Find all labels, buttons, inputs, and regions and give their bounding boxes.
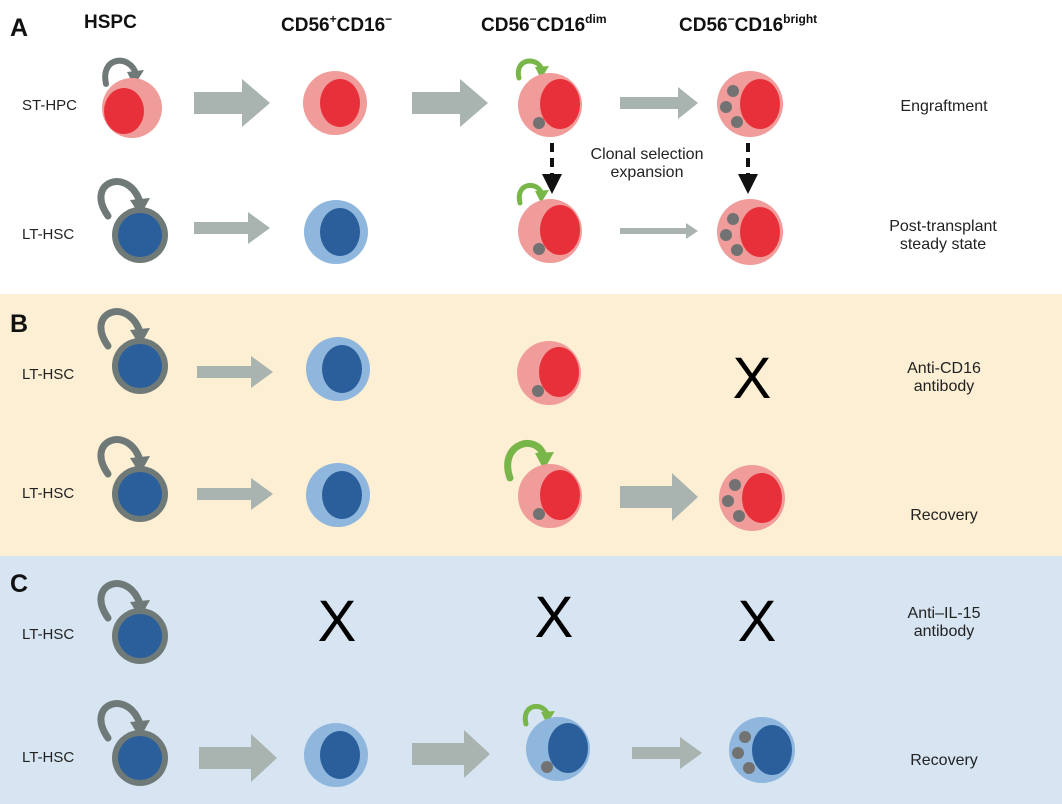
self-renewal-arrowhead-green-icon	[535, 452, 554, 470]
progression-arrow-icon	[194, 212, 270, 244]
panel-letter-c: C	[10, 570, 29, 598]
cd56pos-cd16neg-blue-cell	[304, 200, 368, 264]
column-header-hspc: HSPC	[84, 12, 137, 33]
cd56neg-cd16dim-cell	[518, 199, 582, 263]
progression-arrow-icon	[620, 87, 698, 119]
lt-hsc-cell	[112, 466, 168, 522]
row-label: LT-HSC	[22, 626, 75, 643]
self-renewal-arrowhead-icon	[127, 70, 144, 86]
blocked-mark: X	[317, 589, 357, 654]
self-renewal-arrow-icon	[97, 308, 144, 350]
outcome-label: Anti–IL-15 antibody	[907, 605, 981, 640]
blocked-mark: X	[732, 346, 772, 411]
row-label: ST-HPC	[22, 97, 78, 114]
lt-hsc-cell	[112, 207, 168, 263]
self-renewal-arrowhead-icon	[130, 456, 150, 474]
self-renewal-arrow-icon	[97, 178, 144, 220]
st-hpc-cell	[102, 78, 162, 138]
outcome-label: Recovery	[910, 752, 978, 769]
outcome-label: Recovery	[910, 507, 978, 524]
progression-arrow-icon	[620, 473, 698, 521]
panel-letter-a: A	[10, 14, 29, 42]
self-renewal-arrow-icon	[102, 57, 139, 87]
outcome-label: Engraftment	[900, 98, 988, 115]
cd56neg-cd16bright-cell	[717, 71, 783, 137]
cd56neg-cd16dim-blue-cell	[526, 717, 590, 781]
progression-arrow-icon	[197, 356, 273, 388]
row-label: LT-HSC	[22, 485, 75, 502]
column-header-cd56pos-cd16neg: CD56+CD16−	[281, 12, 393, 36]
row-label: LT-HSC	[22, 749, 75, 766]
row-label: LT-HSC	[22, 366, 75, 383]
panel-letter-b: B	[10, 310, 29, 338]
cd56pos-cd16neg-cell	[303, 71, 367, 135]
progression-arrow-icon	[632, 737, 702, 769]
cd56neg-cd16dim-cell	[518, 73, 582, 137]
cd56neg-cd16bright-blue-cell	[729, 717, 795, 783]
self-renewal-arrow-icon	[97, 580, 144, 622]
column-header-cd56neg-cd16dim: CD56−CD16dim	[481, 12, 607, 36]
cd56neg-cd16bright-cell	[719, 465, 785, 531]
progression-arrow-icon	[199, 734, 277, 782]
cd56pos-cd16neg-blue-cell	[304, 723, 368, 787]
progression-arrow-icon	[412, 730, 490, 778]
cd56neg-cd16dim-cell	[518, 464, 582, 528]
progression-arrow-icon	[197, 478, 273, 510]
lt-hsc-cell	[112, 338, 168, 394]
self-renewal-arrowhead-green-icon	[535, 66, 549, 79]
self-renewal-arrow-green-icon	[504, 439, 548, 482]
cd56pos-cd16neg-blue-cell	[306, 463, 370, 527]
self-renewal-arrowhead-icon	[130, 328, 150, 346]
progression-arrow-icon	[412, 79, 488, 127]
self-renewal-arrow-icon	[97, 700, 144, 742]
row-label: LT-HSC	[22, 226, 75, 243]
self-renewal-arrowhead-icon	[130, 720, 150, 738]
self-renewal-arrow-icon	[97, 436, 144, 478]
progression-arrow-thin-icon	[620, 223, 698, 239]
cd56neg-cd16bright-cell	[717, 199, 783, 265]
self-renewal-arrowhead-green-icon	[535, 190, 549, 203]
progression-arrow-icon	[194, 79, 270, 127]
cd56neg-cd16dim-cell	[517, 341, 581, 405]
blocked-mark: X	[737, 589, 777, 654]
self-renewal-arrowhead-green-icon	[541, 711, 555, 724]
lt-hsc-cell	[112, 730, 168, 786]
clonal-selection-label: Clonal selection expansion	[590, 146, 704, 181]
blocked-mark: X	[534, 585, 574, 650]
lt-hsc-cell	[112, 608, 168, 664]
column-header-cd56neg-cd16bright: CD56−CD16bright	[679, 12, 818, 36]
cd56pos-cd16neg-blue-cell	[306, 337, 370, 401]
outcome-label: Anti-CD16 antibody	[907, 360, 981, 395]
outcome-label: Post-transplant steady state	[889, 218, 997, 253]
